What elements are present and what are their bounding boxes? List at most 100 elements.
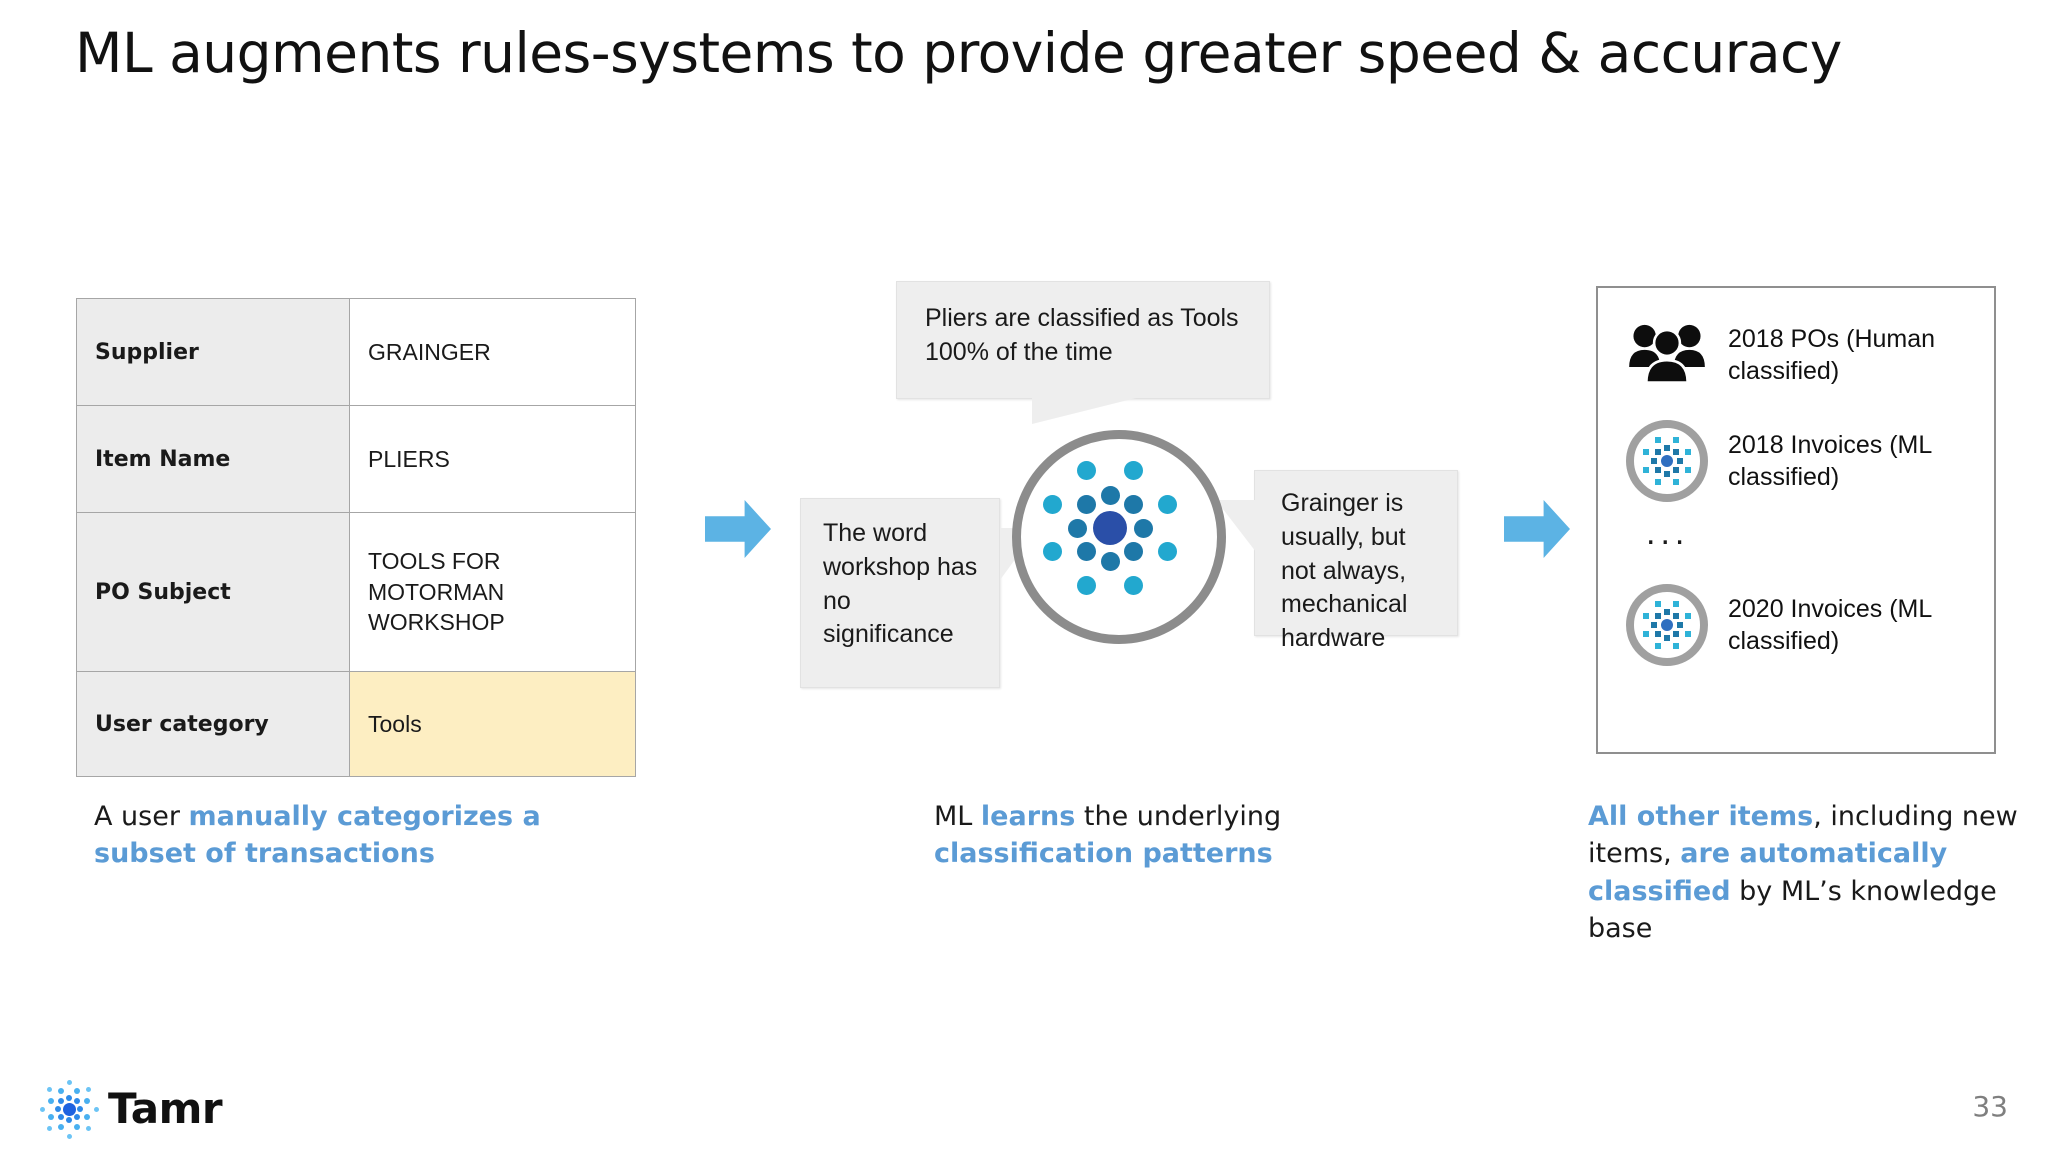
people-icon bbox=[1624, 312, 1710, 398]
caption-step-3: All other items, including new items, ar… bbox=[1588, 798, 2028, 947]
ml-node-dot bbox=[1157, 542, 1177, 562]
list-item: 2020 Invoices (ML classified) bbox=[1624, 582, 1976, 668]
page-number: 33 bbox=[1972, 1090, 2008, 1123]
ml-node-dot bbox=[1685, 466, 1692, 473]
right-arrow-icon bbox=[1504, 500, 1570, 558]
ml-model-graphic bbox=[1012, 430, 1226, 644]
ml-node-dot bbox=[1655, 479, 1662, 486]
ml-node-dot bbox=[1672, 436, 1679, 443]
tamr-logo: Tamr bbox=[38, 1078, 228, 1140]
table-row: PO Subject TOOLS FOR MOTORMAN WORKSHOP bbox=[76, 512, 636, 672]
right-arrow-icon bbox=[705, 500, 771, 558]
callout-pliers-classification: Pliers are classified as Tools 100% of t… bbox=[896, 281, 1270, 399]
table-row-highlighted: User category Tools bbox=[76, 671, 636, 777]
caption-text: by ML’s knowledge base bbox=[1588, 875, 1997, 944]
row-value-user-category: Tools bbox=[349, 671, 636, 777]
callout-workshop-significance: The word workshop has no significance bbox=[800, 498, 1000, 688]
caption-text: the underlying bbox=[1075, 801, 1282, 832]
caption-emphasis: classification patterns bbox=[934, 838, 1273, 870]
row-key-user-category: User category bbox=[76, 671, 350, 777]
row-value-po-subject: TOOLS FOR MOTORMAN WORKSHOP bbox=[349, 512, 636, 672]
ml-node-dot bbox=[1664, 471, 1670, 477]
tamr-mark-dot bbox=[73, 1098, 80, 1105]
caption-text: A user bbox=[94, 801, 189, 832]
ml-node-dot bbox=[1076, 461, 1096, 481]
ml-node-dot bbox=[1093, 511, 1127, 545]
row-key-po-subject: PO Subject bbox=[76, 512, 350, 672]
ml-node-dot bbox=[1157, 494, 1177, 514]
ml-node-dot bbox=[1133, 518, 1153, 538]
ml-node-dot bbox=[1100, 551, 1120, 571]
tamr-mark-dot bbox=[77, 1106, 83, 1112]
ml-node-dot bbox=[1076, 575, 1096, 595]
tamr-mark-dot bbox=[73, 1087, 80, 1094]
caption-text: ML bbox=[934, 801, 981, 832]
ml-node-dot bbox=[1672, 479, 1679, 486]
tamr-mark-dot bbox=[62, 1102, 76, 1116]
tamr-wordmark: Tamr bbox=[108, 1084, 223, 1133]
ml-node-dot bbox=[1673, 612, 1680, 619]
tamr-mark-dot bbox=[58, 1124, 65, 1131]
list-item-label: 2020 Invoices (ML classified) bbox=[1728, 595, 1932, 655]
list-item: 2018 POs (Human classified) bbox=[1624, 312, 1976, 398]
ml-node-dot bbox=[1673, 467, 1680, 474]
ml-node-dot bbox=[1077, 541, 1097, 561]
tamr-mark-dot bbox=[58, 1098, 65, 1105]
ml-node-dot bbox=[1654, 467, 1661, 474]
ml-node-dot bbox=[1642, 613, 1649, 620]
caption-emphasis: manually categorizes a subset of transac… bbox=[94, 801, 541, 870]
caption-emphasis: are automatically classified bbox=[1588, 838, 1948, 907]
ml-node-dot bbox=[1661, 455, 1673, 467]
ml-node-dot bbox=[1043, 542, 1063, 562]
tamr-mark-dot bbox=[84, 1113, 91, 1120]
row-value-item-name: PLIERS bbox=[349, 405, 636, 513]
table-row: Supplier GRAINGER bbox=[76, 298, 636, 406]
ml-node-dot bbox=[1123, 495, 1143, 515]
tamr-mark-icon bbox=[38, 1078, 100, 1140]
tamr-mark-dot bbox=[84, 1098, 91, 1105]
ml-node-dot bbox=[1685, 630, 1692, 637]
caption-step-1: A user manually categorizes a subset of … bbox=[94, 798, 564, 873]
ml-node-dot bbox=[1642, 466, 1649, 473]
ml-node-dot bbox=[1654, 448, 1661, 455]
ml-node-dot bbox=[1077, 495, 1097, 515]
ml-node-dot bbox=[1672, 643, 1679, 650]
tamr-mark-dot bbox=[66, 1133, 72, 1139]
list-item: 2018 Invoices (ML classified) bbox=[1624, 418, 1976, 504]
ml-node-dot bbox=[1654, 631, 1661, 638]
ellipsis-marker: ... bbox=[1646, 514, 1690, 552]
tamr-mark-dot bbox=[55, 1106, 61, 1112]
ml-node-dot bbox=[1664, 445, 1670, 451]
tamr-mark-dot bbox=[58, 1113, 65, 1120]
tamr-mark-dot bbox=[47, 1087, 53, 1093]
ml-node-dot bbox=[1043, 494, 1063, 514]
caption-emphasis: All other items bbox=[1588, 801, 1814, 832]
ml-node-dot bbox=[1651, 622, 1657, 628]
ml-node-dot bbox=[1642, 449, 1649, 456]
tamr-mark-dot bbox=[47, 1113, 54, 1120]
list-item-label: 2018 POs (Human classified) bbox=[1728, 325, 1936, 385]
tamr-mark-dot bbox=[85, 1125, 91, 1131]
ml-node-dot bbox=[1654, 612, 1661, 619]
ml-node-dot bbox=[1661, 619, 1673, 631]
tamr-mark-dot bbox=[58, 1087, 65, 1094]
caption-emphasis: learns bbox=[980, 801, 1076, 832]
ml-node-dot bbox=[1655, 643, 1662, 650]
tamr-mark-dot bbox=[66, 1079, 72, 1085]
ml-node-dot bbox=[1673, 631, 1680, 638]
ml-node-dot bbox=[1664, 609, 1670, 615]
ml-node-dot bbox=[1672, 600, 1679, 607]
ml-node-dot bbox=[1100, 485, 1120, 505]
ml-node-dot bbox=[1685, 613, 1692, 620]
ml-node-dot bbox=[1677, 458, 1683, 464]
ml-node-dot bbox=[1642, 630, 1649, 637]
row-key-item-name: Item Name bbox=[76, 405, 350, 513]
results-panel: 2018 POs (Human classified) 2018 Invoice… bbox=[1596, 286, 1996, 754]
callout-grainger-hardware: Grainger is usually, but not always, mec… bbox=[1254, 470, 1458, 652]
tamr-mark-dot bbox=[73, 1124, 80, 1131]
caption-step-2: ML learns the underlying classification … bbox=[934, 798, 1354, 873]
ml-node-dot bbox=[1123, 541, 1143, 561]
ml-node-dot bbox=[1664, 635, 1670, 641]
row-value-supplier: GRAINGER bbox=[349, 298, 636, 406]
transaction-attributes-table: Supplier GRAINGER Item Name PLIERS PO Su… bbox=[76, 298, 636, 777]
